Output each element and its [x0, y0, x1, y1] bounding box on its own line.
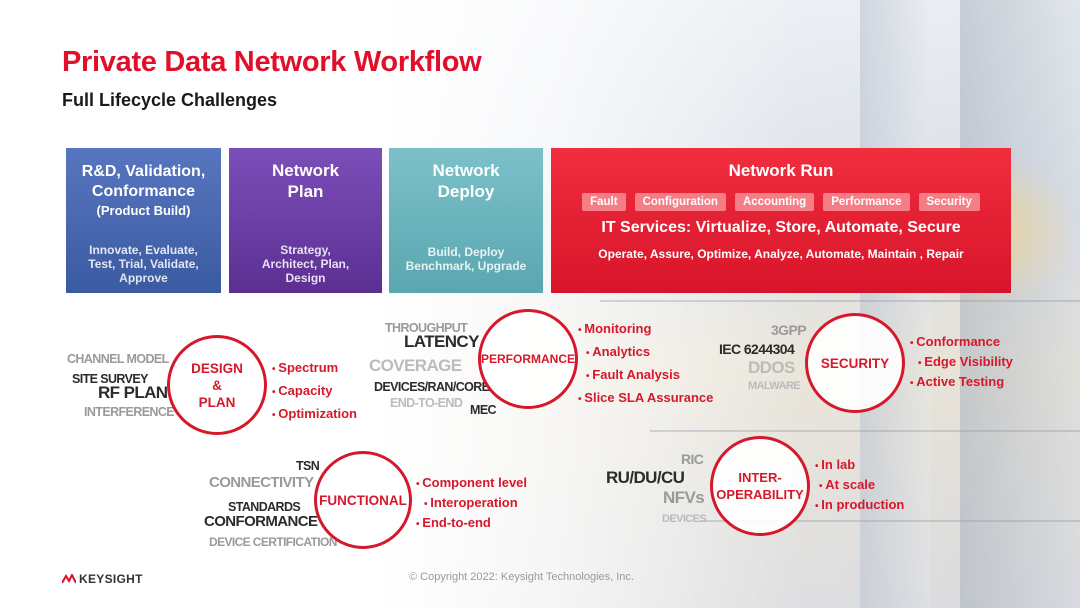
bullet: Active Testing — [910, 373, 1013, 393]
tag-security: Security — [919, 193, 980, 211]
keyword: CONFORMANCE — [204, 513, 317, 530]
keyword: RIC — [681, 451, 703, 467]
keyword: COVERAGE — [369, 356, 462, 376]
bullet: End-to-end — [416, 514, 527, 534]
tag-configuration: Configuration — [635, 193, 726, 211]
interoperability-circle: INTER- OPERABILITY — [710, 436, 810, 536]
functional-circle: FUNCTIONAL — [314, 451, 412, 549]
keyword: CHANNEL MODEL — [67, 352, 169, 366]
bullet: Capacity — [272, 380, 357, 403]
bullet: Conformance — [910, 333, 1013, 353]
bullet: Fault Analysis — [578, 364, 713, 387]
bullet: Optimization — [272, 403, 357, 426]
phase-note: Innovate, Evaluate, Test, Trial, Validat… — [88, 243, 199, 285]
keyword: MEC — [470, 403, 496, 417]
page-subtitle: Full Lifecycle Challenges — [62, 90, 277, 111]
keysight-logo-icon — [62, 574, 76, 584]
keyword: DEVICES — [662, 513, 706, 525]
bullet: Slice SLA Assurance — [578, 387, 713, 410]
tag-accounting: Accounting — [735, 193, 814, 211]
keyword: RF PLAN — [98, 383, 167, 403]
bullet: In production — [815, 496, 904, 516]
keyword: MALWARE — [748, 380, 800, 392]
keyword: TSN — [296, 459, 319, 473]
keyword: RU/DU/CU — [606, 468, 684, 488]
keyword: NFVs — [663, 488, 704, 508]
phase-network-plan: Network Plan Strategy, Architect, Plan, … — [229, 148, 382, 293]
page-title: Private Data Network Workflow — [62, 46, 481, 79]
run-it-services: IT Services: Virtualize, Store, Automate… — [601, 219, 960, 237]
keyword: LATENCY — [404, 332, 479, 352]
phase-network-run: Network Run Fault Configuration Accounti… — [551, 148, 1011, 293]
security-bullets: Conformance Edge Visibility Active Testi… — [910, 333, 1013, 393]
interop-bullets: In lab At scale In production — [815, 456, 904, 516]
keyword: STANDARDS — [228, 500, 300, 514]
run-operations: Operate, Assure, Optimize, Analyze, Auto… — [598, 247, 963, 261]
keyword: INTERFERENCE — [84, 405, 174, 419]
bullet: Edge Visibility — [910, 353, 1013, 373]
bullet: At scale — [815, 476, 904, 496]
phase-title: R&D, Validation, Conformance — [82, 162, 206, 202]
design-plan-circle: DESIGN & PLAN — [167, 335, 267, 435]
keyword: DDOS — [748, 358, 795, 378]
keyword: DEVICES/RAN/CORE — [374, 380, 489, 394]
phase-title: Network Plan — [272, 160, 339, 202]
functional-bullets: Component level Interoperation End-to-en… — [416, 474, 527, 534]
copyright: © Copyright 2022: Keysight Technologies,… — [409, 571, 634, 583]
phase-rd-validation: R&D, Validation, Conformance (Product Bu… — [66, 148, 221, 293]
phase-title: Network Deploy — [432, 160, 499, 202]
bullet: Spectrum — [272, 357, 357, 380]
run-tags: Fault Configuration Accounting Performan… — [582, 193, 980, 211]
performance-circle: PERFORMANCE — [478, 309, 578, 409]
keyword: DEVICE CERTIFICATION — [209, 535, 337, 549]
tag-performance: Performance — [823, 193, 909, 211]
security-circle: SECURITY — [805, 313, 905, 413]
design-bullets: Spectrum Capacity Optimization — [272, 357, 357, 426]
keysight-logo: KEYSIGHT — [62, 572, 143, 586]
phase-note: Build, Deploy Benchmark, Upgrade — [406, 245, 527, 273]
performance-bullets: Monitoring Analytics Fault Analysis Slic… — [578, 318, 713, 410]
bullet: Monitoring — [578, 318, 713, 341]
keyword: END-TO-END — [390, 396, 462, 410]
phase-network-deploy: Network Deploy Build, Deploy Benchmark, … — [389, 148, 543, 293]
phase-subtitle: (Product Build) — [97, 203, 191, 218]
tag-fault: Fault — [582, 193, 625, 211]
keyword: IEC 6244304 — [719, 341, 794, 357]
bullet: Interoperation — [416, 494, 527, 514]
keyword: CONNECTIVITY — [209, 474, 313, 491]
keyword: 3GPP — [771, 322, 806, 338]
bullet: Analytics — [578, 341, 713, 364]
bullet: In lab — [815, 456, 904, 476]
logo-text: KEYSIGHT — [79, 572, 143, 586]
phase-note: Strategy, Architect, Plan, Design — [262, 243, 349, 285]
phase-title: Network Run — [729, 160, 834, 181]
bullet: Component level — [416, 474, 527, 494]
